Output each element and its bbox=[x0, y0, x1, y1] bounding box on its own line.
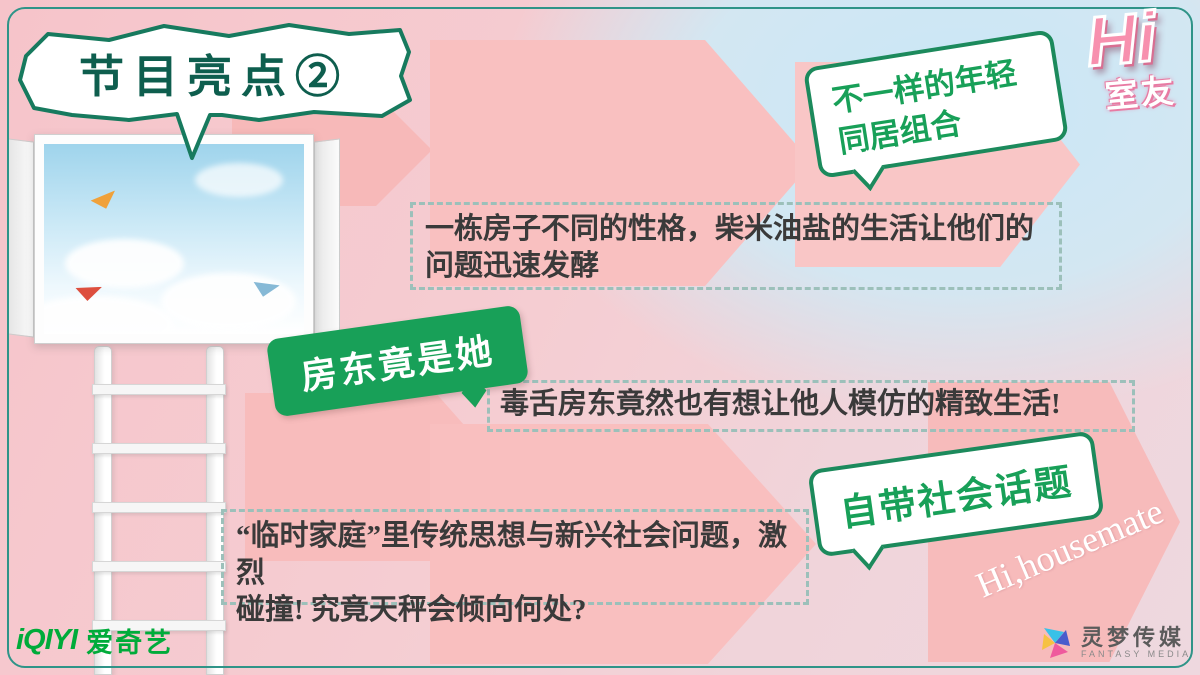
pinwheel-icon bbox=[1042, 628, 1070, 659]
burst-shape-icon bbox=[18, 23, 412, 160]
quote-box-family: “临时家庭”里传统思想与新兴社会问题，激烈 碰撞! 究竟天秤会倾向何处? bbox=[221, 509, 809, 626]
sky-image bbox=[44, 144, 304, 334]
title-burst: 节目亮点② bbox=[14, 18, 414, 168]
ladder-illustration bbox=[88, 346, 238, 675]
cloud-icon bbox=[161, 273, 297, 331]
cloud-icon bbox=[44, 296, 174, 334]
window-shutter-right bbox=[314, 138, 340, 338]
ladder-rung bbox=[92, 561, 226, 572]
fantasy-media-en: FANTASY MEDIA bbox=[1081, 649, 1192, 660]
paper-plane-icon bbox=[89, 191, 118, 212]
cloud-icon bbox=[64, 239, 185, 289]
window-pane bbox=[34, 134, 314, 344]
quote-line: 一栋房子不同的性格，柴米油盐的生活让他们的 bbox=[425, 213, 1035, 245]
quote-line: 毒舌房东竟然也有想让他人模仿的精致生活! bbox=[500, 388, 1061, 420]
iqiyi-name: 爱奇艺 bbox=[86, 628, 174, 658]
fantasy-media-logo: 灵梦传媒 FANTASY MEDIA bbox=[1038, 625, 1192, 660]
ladder-rung bbox=[92, 443, 226, 454]
cloud-icon bbox=[194, 163, 284, 198]
ladder-rung bbox=[92, 502, 226, 513]
show-logo-sub: 室友 bbox=[1103, 71, 1179, 115]
bubble-tail-icon bbox=[851, 529, 885, 571]
quote-box-landlord: 毒舌房东竟然也有想让他人模仿的精致生活! bbox=[487, 380, 1135, 432]
bubble-tail-icon bbox=[461, 375, 487, 408]
quote-box-house: 一栋房子不同的性格，柴米油盐的生活让他们的 问题迅速发酵 bbox=[410, 202, 1062, 290]
iqiyi-mark-icon: iQIYI bbox=[16, 624, 78, 656]
quote-line: “临时家庭”里传统思想与新兴社会问题，激烈 bbox=[236, 520, 788, 589]
fantasy-media-cn: 灵梦传媒 bbox=[1081, 625, 1186, 650]
ladder-rung bbox=[92, 620, 226, 631]
quote-line: 碰撞! 究竟天秤会倾向何处? bbox=[236, 594, 587, 626]
bubble-line: 自带社会话题 bbox=[837, 460, 1076, 535]
iqiyi-logo: iQIYI 爱奇艺 bbox=[16, 621, 173, 660]
page-title: 节目亮点② bbox=[78, 50, 349, 102]
ladder-rung bbox=[92, 384, 226, 395]
show-logo: Hi 室友 bbox=[1046, 0, 1200, 158]
window-shutter-left bbox=[8, 138, 34, 338]
window-illustration bbox=[8, 132, 340, 346]
quote-line: 问题迅速发酵 bbox=[425, 250, 600, 282]
